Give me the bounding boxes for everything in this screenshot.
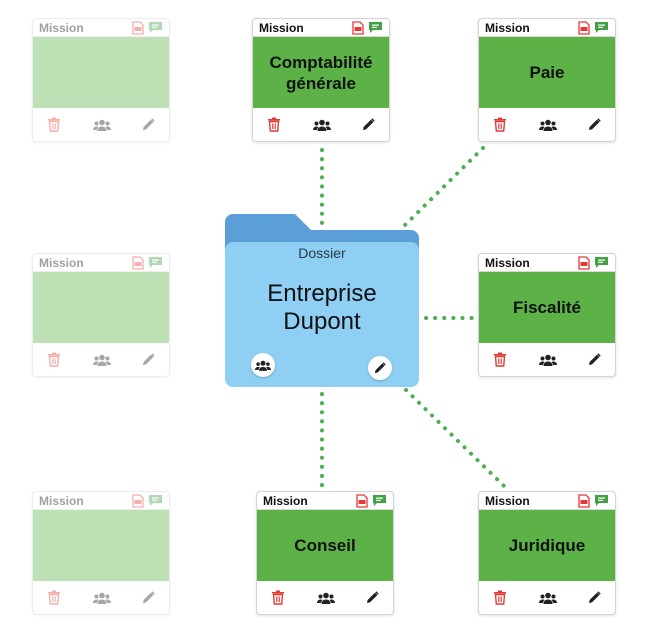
card-label-line2: générale [286, 73, 356, 93]
card-body: Paie [479, 37, 615, 108]
card-label: Paie [529, 63, 565, 82]
pdf-icon[interactable] [356, 493, 368, 508]
users-icon[interactable] [92, 592, 111, 604]
comment-icon[interactable] [594, 21, 609, 34]
card-label: Fiscalité [512, 298, 582, 317]
card-header: Mission [33, 19, 169, 37]
card-header: Mission [479, 254, 615, 272]
pdf-icon[interactable] [132, 20, 144, 35]
card-header: Mission [479, 19, 615, 37]
pencil-icon[interactable] [366, 591, 379, 604]
mission-card-placeholder[interactable]: Mission [32, 491, 170, 615]
card-title: Mission [485, 493, 530, 508]
users-icon[interactable] [538, 592, 557, 604]
users-icon[interactable] [538, 354, 557, 366]
users-icon[interactable] [538, 119, 557, 131]
card-footer [479, 581, 615, 614]
comment-icon[interactable] [148, 21, 163, 34]
pencil-icon[interactable] [142, 118, 155, 131]
trash-icon[interactable] [47, 117, 61, 132]
trash-icon[interactable] [47, 352, 61, 367]
pdf-icon[interactable] [578, 20, 590, 35]
pencil-icon[interactable] [588, 353, 601, 366]
pencil-icon[interactable] [588, 118, 601, 131]
trash-icon[interactable] [271, 590, 285, 605]
card-footer [33, 108, 169, 141]
folder-icon [225, 214, 419, 387]
card-title: Mission [39, 493, 84, 508]
card-header: Mission [479, 492, 615, 510]
folder-users-button[interactable] [251, 353, 275, 377]
card-footer [253, 108, 389, 141]
card-label: Conseil [294, 536, 356, 555]
trash-icon[interactable] [493, 117, 507, 132]
card-title: Mission [259, 20, 304, 35]
pdf-icon[interactable] [352, 20, 364, 35]
card-header: Mission [257, 492, 393, 510]
trash-icon[interactable] [47, 590, 61, 605]
comment-icon[interactable] [372, 494, 387, 507]
trash-icon[interactable] [493, 352, 507, 367]
pencil-icon[interactable] [142, 591, 155, 604]
mission-card-placeholder[interactable]: Mission [32, 253, 170, 377]
card-title: Mission [39, 20, 84, 35]
dossier-folder[interactable]: Dossier Entreprise Dupont [223, 212, 421, 389]
card-title: Mission [485, 255, 530, 270]
trash-icon[interactable] [493, 590, 507, 605]
comment-icon[interactable] [148, 256, 163, 269]
card-label: Juridique [508, 536, 586, 555]
users-icon[interactable] [92, 119, 111, 131]
card-footer [33, 581, 169, 614]
card-body [33, 37, 169, 108]
folder-label: Dossier [298, 245, 346, 261]
connector-to-juridique [404, 388, 508, 490]
card-body [33, 272, 169, 343]
pdf-icon[interactable] [132, 255, 144, 270]
card-header: Mission [33, 254, 169, 272]
pencil-icon [374, 362, 386, 374]
card-title: Mission [485, 20, 530, 35]
connector-to-paie [400, 146, 485, 230]
pencil-icon[interactable] [142, 353, 155, 366]
users-icon [255, 360, 271, 371]
mission-card-paie[interactable]: Mission Paie [478, 18, 616, 142]
mission-card-fiscalite[interactable]: Mission Fiscalité [478, 253, 616, 377]
card-footer [479, 343, 615, 376]
comment-icon[interactable] [594, 256, 609, 269]
mission-card-conseil[interactable]: Mission Conseil [256, 491, 394, 615]
pencil-icon[interactable] [362, 118, 375, 131]
card-footer [257, 581, 393, 614]
pdf-icon[interactable] [132, 493, 144, 508]
pencil-icon[interactable] [588, 591, 601, 604]
mission-card-juridique[interactable]: Mission Juridique [478, 491, 616, 615]
folder-edit-button[interactable] [368, 356, 392, 380]
card-title: Mission [39, 255, 84, 270]
card-title: Mission [263, 493, 308, 508]
card-footer [33, 343, 169, 376]
comment-icon[interactable] [148, 494, 163, 507]
card-label: Comptabilité [269, 52, 373, 72]
users-icon[interactable] [316, 592, 335, 604]
users-icon[interactable] [312, 119, 331, 131]
folder-name-line2: Dupont [283, 308, 361, 335]
card-body: Conseil [257, 510, 393, 581]
users-icon[interactable] [92, 354, 111, 366]
trash-icon[interactable] [267, 117, 281, 132]
comment-icon[interactable] [368, 21, 383, 34]
folder-name: Entreprise Dupont [223, 280, 421, 336]
card-header: Mission [33, 492, 169, 510]
card-header: Mission [253, 19, 389, 37]
card-body: Juridique [479, 510, 615, 581]
mission-card-placeholder[interactable]: Mission [32, 18, 170, 142]
pdf-icon[interactable] [578, 255, 590, 270]
comment-icon[interactable] [594, 494, 609, 507]
card-body [33, 510, 169, 581]
card-body: Fiscalité [479, 272, 615, 343]
folder-name-line1: Entreprise [267, 280, 377, 307]
card-footer [479, 108, 615, 141]
pdf-icon[interactable] [578, 493, 590, 508]
